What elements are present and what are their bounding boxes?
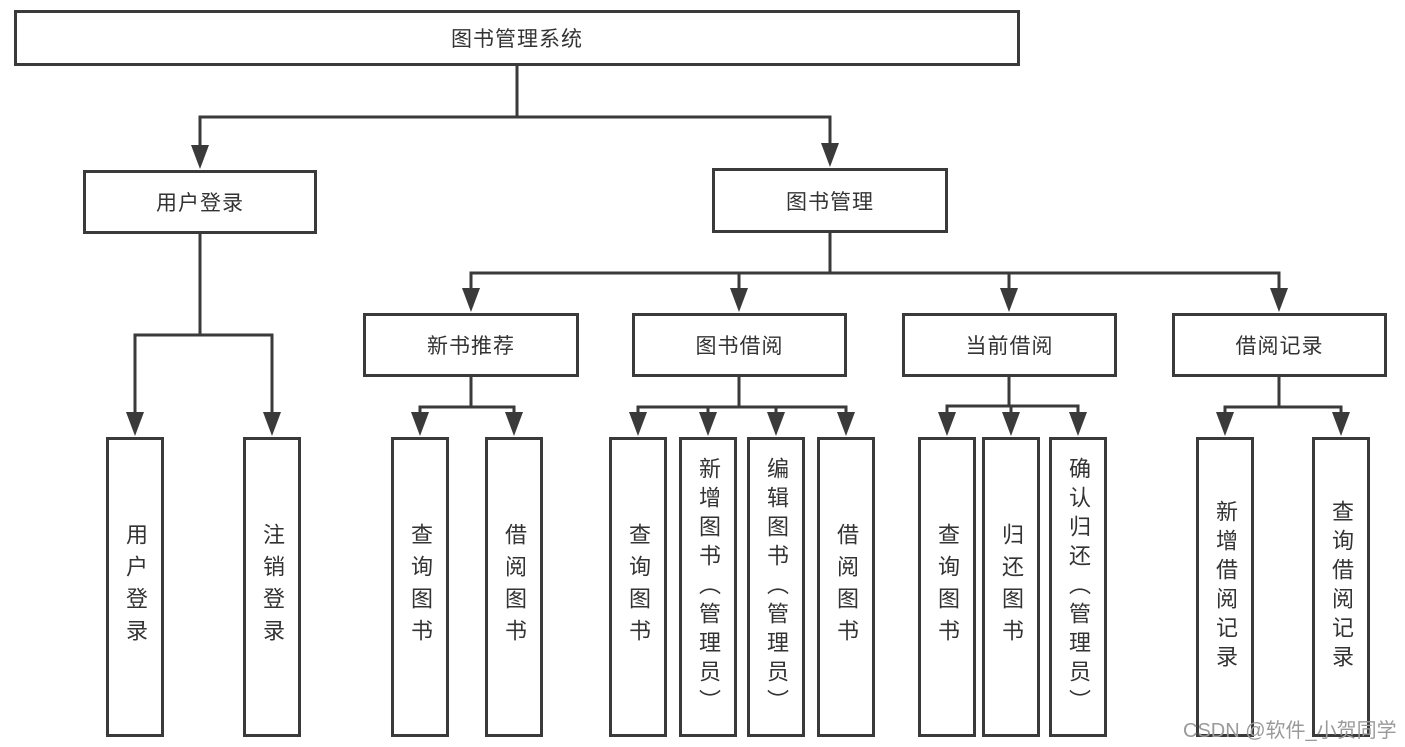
node-leaf-logout: 注销登录	[243, 437, 301, 737]
node-current-borrow: 当前借阅	[902, 313, 1117, 377]
node-leaf-nb-query-books: 查询图书	[391, 437, 449, 737]
node-leaf-bb-borrow-books: 借阅图书	[817, 437, 875, 737]
node-user-login: 用户登录	[83, 170, 317, 234]
arrowheads	[126, 143, 1350, 436]
node-leaf-cb-confirm-return: 确认归还（管理员）	[1049, 437, 1107, 737]
node-leaf-user-login: 用户登录	[106, 437, 164, 737]
node-borrow-records: 借阅记录	[1172, 313, 1387, 377]
node-leaf-bb-edit-books: 编辑图书（管理员）	[747, 437, 805, 737]
node-new-book-recommend: 新书推荐	[363, 313, 579, 377]
node-book-management: 图书管理	[712, 168, 948, 233]
node-leaf-bb-query-books: 查询图书	[609, 437, 667, 737]
node-leaf-nb-borrow-books: 借阅图书	[485, 437, 543, 737]
node-leaf-bb-add-books: 新增图书（管理员）	[679, 437, 737, 737]
csdn-watermark: CSDN @软件_小贺同学	[1183, 720, 1397, 742]
node-leaf-br-add-record: 新增借阅记录	[1196, 437, 1254, 737]
node-root-system: 图书管理系统	[14, 10, 1020, 66]
node-book-borrow: 图书借阅	[632, 313, 847, 377]
node-leaf-cb-return-books: 归还图书	[982, 437, 1040, 737]
node-leaf-cb-query-books: 查询图书	[918, 437, 976, 737]
node-leaf-br-query-record: 查询借阅记录	[1312, 437, 1370, 737]
tree-edges	[133, 66, 1343, 414]
